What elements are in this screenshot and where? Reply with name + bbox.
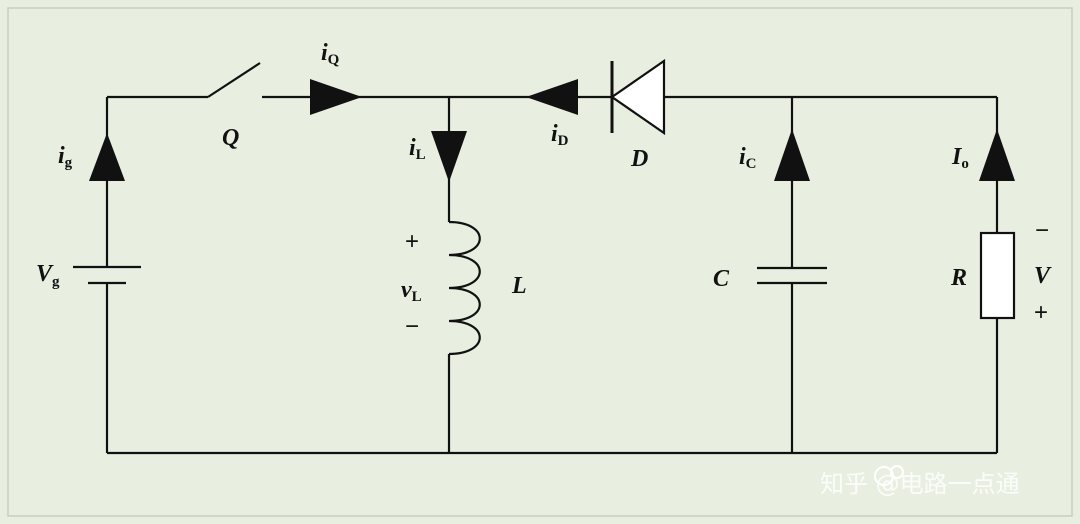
output-current-arrow-icon xyxy=(979,129,1015,181)
capacitor-current-arrow-icon xyxy=(774,129,810,181)
watermark-text: 知乎 @电路一点通 xyxy=(820,470,1020,498)
inductor-current-label: iL xyxy=(409,135,426,163)
switch-current-arrow-icon xyxy=(310,79,362,115)
output-plus-sign: + xyxy=(1034,299,1048,326)
inductor-minus-sign: − xyxy=(405,313,419,340)
inductor-plus-sign: + xyxy=(405,228,419,255)
battery-symbol xyxy=(73,265,141,285)
source-current-label: ig xyxy=(58,143,73,171)
source-voltage-label: Vg xyxy=(36,261,60,290)
inductor-current-arrow-icon xyxy=(431,131,467,182)
switch-blade xyxy=(207,62,261,98)
source-current-arrow-icon xyxy=(89,133,125,181)
resistor-label: R xyxy=(950,265,967,291)
output-minus-sign: − xyxy=(1035,217,1049,244)
zhihu-logo-icon xyxy=(874,465,904,486)
switch-label: Q xyxy=(222,125,239,151)
diagram-border xyxy=(7,7,1073,517)
diode-label: D xyxy=(630,146,648,172)
switch-current-label: iQ xyxy=(321,40,340,68)
diode-current-label: iD xyxy=(551,121,569,149)
capacitor-current-label: iC xyxy=(739,144,757,172)
resistor-body xyxy=(979,231,1016,320)
capacitor-label: C xyxy=(713,266,730,292)
inductor-coil xyxy=(448,220,481,356)
output-current-label: Io xyxy=(951,144,969,172)
watermark: 知乎 @电路一点通 xyxy=(820,465,1020,498)
inductor-voltage-label: vL xyxy=(401,277,422,305)
output-voltage-label: V xyxy=(1034,263,1052,289)
diode-triangle-icon xyxy=(610,58,666,136)
inductor-label: L xyxy=(511,273,527,299)
diode-current-arrow-icon xyxy=(526,79,578,115)
